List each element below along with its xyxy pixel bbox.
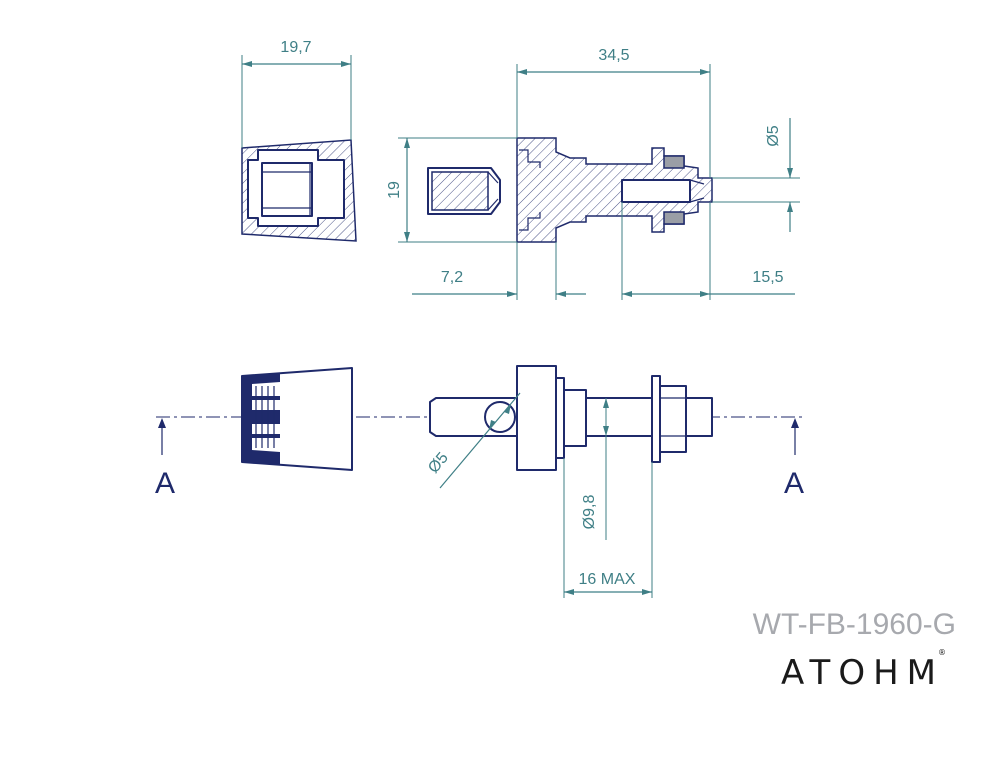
part-code: WT-FB-1960-G	[753, 608, 956, 641]
dimension-height: 19	[386, 181, 403, 199]
binding-post-side-view	[429, 365, 713, 471]
dimension-thread-length: 15,5	[752, 269, 783, 286]
section-marker-right: A	[784, 418, 804, 500]
dimension-collar-width: 7,2	[441, 269, 463, 286]
registered-mark: ®	[938, 648, 946, 657]
cap-section-view	[241, 139, 357, 242]
dimension-overall-length: 34,5	[598, 47, 629, 64]
brand-name: ATOHM	[781, 653, 944, 693]
cap-side-view	[241, 367, 353, 471]
brand-logo: ATOHM ®	[781, 648, 946, 693]
top-dimensions: 19,7 34,5 19 Ø5 7,2	[241, 39, 800, 300]
dimension-cap-length: 19,7	[280, 39, 311, 56]
dimension-shaft-diameter: Ø5	[765, 125, 782, 146]
binding-post-section-view	[427, 137, 713, 243]
dimension-thread-diameter: Ø9,8	[581, 495, 598, 530]
section-label-left: A	[155, 467, 175, 500]
dimension-hole-diameter: Ø5	[425, 449, 452, 476]
section-marker-left: A	[155, 418, 175, 500]
dimension-mount-max: 16 MAX	[579, 571, 636, 588]
section-label-right: A	[784, 467, 804, 500]
